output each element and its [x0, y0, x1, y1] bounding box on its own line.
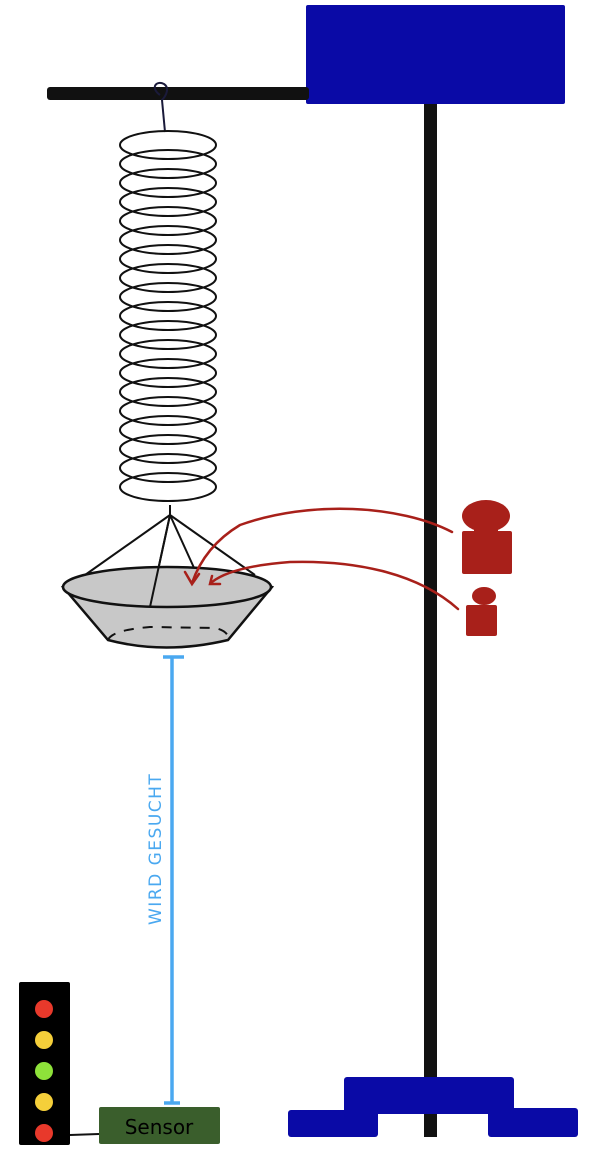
- spring-coil: [119, 377, 217, 407]
- weight-small: [466, 587, 497, 636]
- spring-coil: [119, 187, 217, 217]
- traffic-light-lamp: [35, 1000, 53, 1018]
- traffic-light-lamp: [35, 1093, 53, 1111]
- stand-pole: [424, 5, 437, 1137]
- stand-pole-bottom: [424, 1114, 437, 1137]
- spring-coil: [119, 396, 217, 426]
- hook: [153, 82, 169, 133]
- distance-measure-line: [163, 655, 184, 1105]
- stand-top-block: [306, 5, 565, 104]
- spring-coil: [119, 130, 217, 160]
- sensor-cable: [69, 1133, 100, 1136]
- stand-base-right-foot: [488, 1108, 578, 1137]
- spring-coil: [119, 244, 217, 274]
- traffic-light-lamp: [35, 1031, 53, 1049]
- spring-coil: [119, 472, 217, 502]
- spring-coil: [119, 358, 217, 388]
- stand-base-upper: [344, 1077, 514, 1114]
- spring-coil: [119, 225, 217, 255]
- spring-coil: [119, 206, 217, 236]
- spring-coil: [119, 263, 217, 293]
- pan-rim: [61, 565, 273, 609]
- spring-coil: [119, 168, 217, 198]
- spring-coil: [119, 301, 217, 331]
- traffic-light-lamp: [35, 1062, 53, 1080]
- sensor-box: [99, 1107, 220, 1144]
- spring: [119, 130, 217, 502]
- pan-string-front: [149, 514, 171, 608]
- spring-coil: [119, 339, 217, 369]
- distance-label: WIRD GESUCHT: [146, 773, 166, 925]
- weight-large: [462, 500, 512, 574]
- spring-coil: [119, 149, 217, 179]
- spring-coil: [119, 282, 217, 312]
- sensor-label: Sensor: [125, 1115, 194, 1139]
- traffic-light-lamp: [35, 1124, 53, 1142]
- spring-coil: [119, 320, 217, 350]
- spring-coil: [119, 415, 217, 445]
- pan-bottom-dashed: [107, 625, 229, 641]
- arrows-weights-to-pan: [183, 507, 460, 611]
- stand-arm: [47, 87, 309, 100]
- stand-base-left-foot: [288, 1110, 378, 1137]
- traffic-light-lamps: [35, 1000, 53, 1142]
- spring-coil: [119, 434, 217, 464]
- spring-coil: [119, 453, 217, 483]
